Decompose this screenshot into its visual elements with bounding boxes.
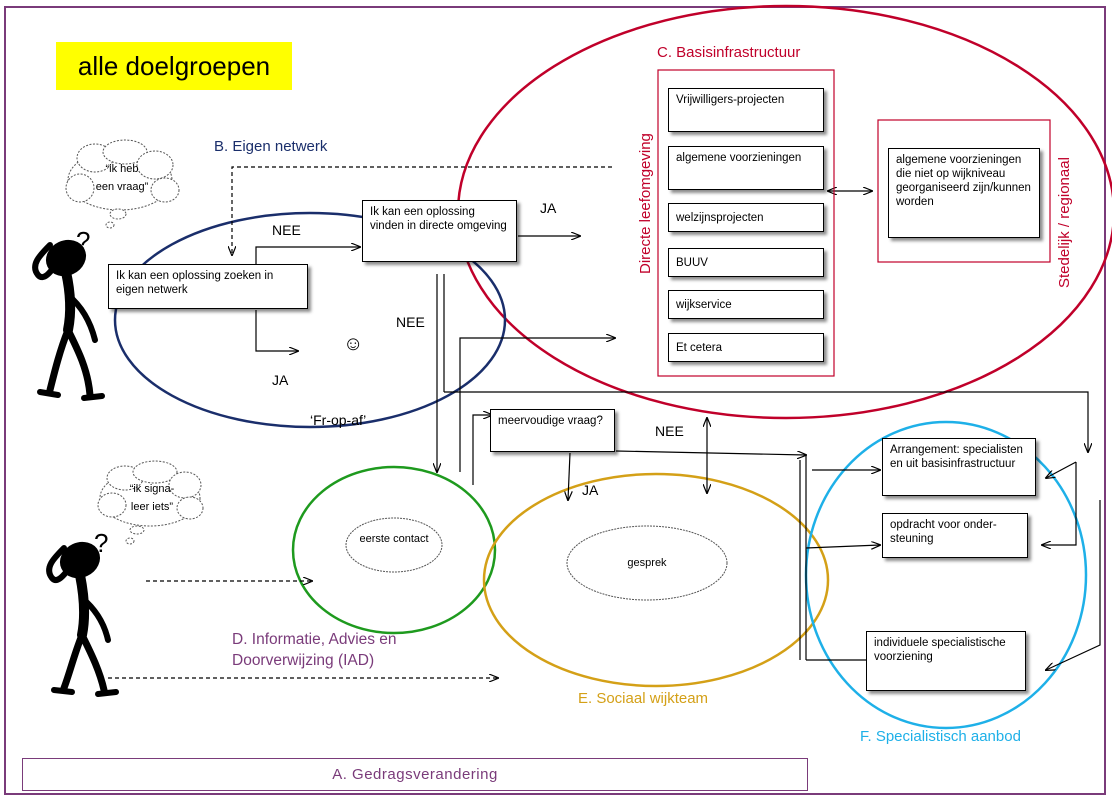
label-ja-3: JA	[582, 482, 599, 498]
arrow-to-basis-lower	[459, 338, 615, 472]
label-ja-1: JA	[272, 372, 289, 388]
arrow-ja-1	[255, 310, 298, 351]
question-mark-bottom: ?	[94, 528, 109, 558]
section-c-right-vertical: Stedelijk / regionaal	[1056, 157, 1073, 288]
section-a-label: A. Gedragsverandering	[22, 758, 808, 791]
wijkteam-ellipse	[482, 472, 830, 688]
box-arrangement: Arrangement: specialisten en uit basisin…	[882, 438, 1036, 496]
box-regional-voorzieningen: algemene voorzieningen die niet op wijkn…	[888, 148, 1040, 238]
basis-item-wijkservice: wijkservice	[668, 290, 824, 319]
gesprek-inner-oval	[566, 525, 728, 601]
basis-item-buuv: BUUV	[668, 248, 824, 277]
eerste-contact-ellipse	[291, 465, 497, 635]
thought-bottom-line1: “ik signa-	[129, 483, 175, 495]
page-title: alle doelgroepen	[56, 42, 292, 90]
thought-top-text: “ik heb een vraag”	[82, 160, 162, 196]
section-d-label-line2: Doorverwijzing (IAD)	[232, 652, 375, 669]
thought-cloud-bottom	[97, 460, 204, 545]
flow-arrows	[108, 166, 1101, 678]
label-nee-1: NEE	[272, 222, 301, 238]
thinking-figure-top	[32, 239, 105, 401]
arrow-ja-3	[568, 452, 570, 500]
box-opdracht: opdracht voor onder-steuning	[882, 513, 1028, 558]
feedback-bottom	[1046, 500, 1101, 670]
label-nee-2: NEE	[396, 314, 425, 330]
feedback-bracket	[1042, 462, 1077, 545]
thought-bottom-text: “ik signa- leer iets”	[112, 480, 192, 516]
eerste-contact-inner-oval	[345, 517, 443, 573]
thinking-figure-bottom	[46, 541, 119, 697]
dashed-return-line	[232, 166, 612, 255]
section-b-label: B. Eigen netwerk	[214, 138, 328, 155]
thought-top-line1: “ik heb	[105, 163, 139, 175]
basis-item-et-cetera: Et cetera	[668, 333, 824, 362]
basis-item-welzijn: welzijnsprojecten	[668, 203, 824, 232]
box-eigen-netwerk: Ik kan een oplossing zoeken in eigen net…	[108, 264, 308, 309]
label-fr-op-af: ‘Fr-op-af’	[310, 412, 367, 428]
regional-frame	[877, 119, 1051, 263]
label-ja-2: JA	[540, 200, 557, 216]
box-directe-omgeving: Ik kan een oplossing vinden in directe o…	[362, 200, 517, 262]
thought-bottom-line2: leer iets”	[130, 501, 174, 513]
label-nee-3: NEE	[655, 423, 684, 439]
basis-list-frame	[657, 69, 835, 377]
box-meervoudige-vraag: meervoudige vraag?	[490, 409, 615, 452]
eerste-contact-text: eerste contact	[359, 533, 429, 545]
arrow-nee-1	[255, 247, 360, 264]
section-c-left-vertical: Directe leefomgeving	[637, 133, 654, 274]
section-f-label: F. Specialistisch aanbod	[860, 728, 1021, 745]
section-e-label: E. Sociaal wijkteam	[578, 690, 709, 707]
eigen-netwerk-ellipse	[113, 211, 507, 429]
diagram-frame	[4, 6, 1106, 795]
arrow-to-opdracht	[805, 545, 880, 548]
line-to-specialist	[444, 391, 1088, 452]
section-c-label: C. Basisinfrastructuur	[657, 44, 801, 61]
basis-item-vrijwilligers: Vrijwilligers-projecten	[668, 88, 824, 132]
smiley-icon: ☺	[343, 333, 364, 355]
arrow-to-meervoudige	[472, 415, 492, 485]
thought-cloud-top	[65, 139, 180, 229]
gesprek-text: gesprek	[627, 557, 667, 569]
feedback-top	[1046, 461, 1077, 478]
basis-item-algemene: algemene voorzieningen	[668, 146, 824, 190]
question-mark-top: ?	[76, 226, 91, 256]
arrow-nee-3	[615, 450, 806, 455]
box-individuele: individuele specialistische voorziening	[866, 631, 1026, 691]
thought-top-line2: een vraag”	[95, 181, 149, 193]
section-d-label-line1: D. Informatie, Advies en	[232, 631, 397, 648]
